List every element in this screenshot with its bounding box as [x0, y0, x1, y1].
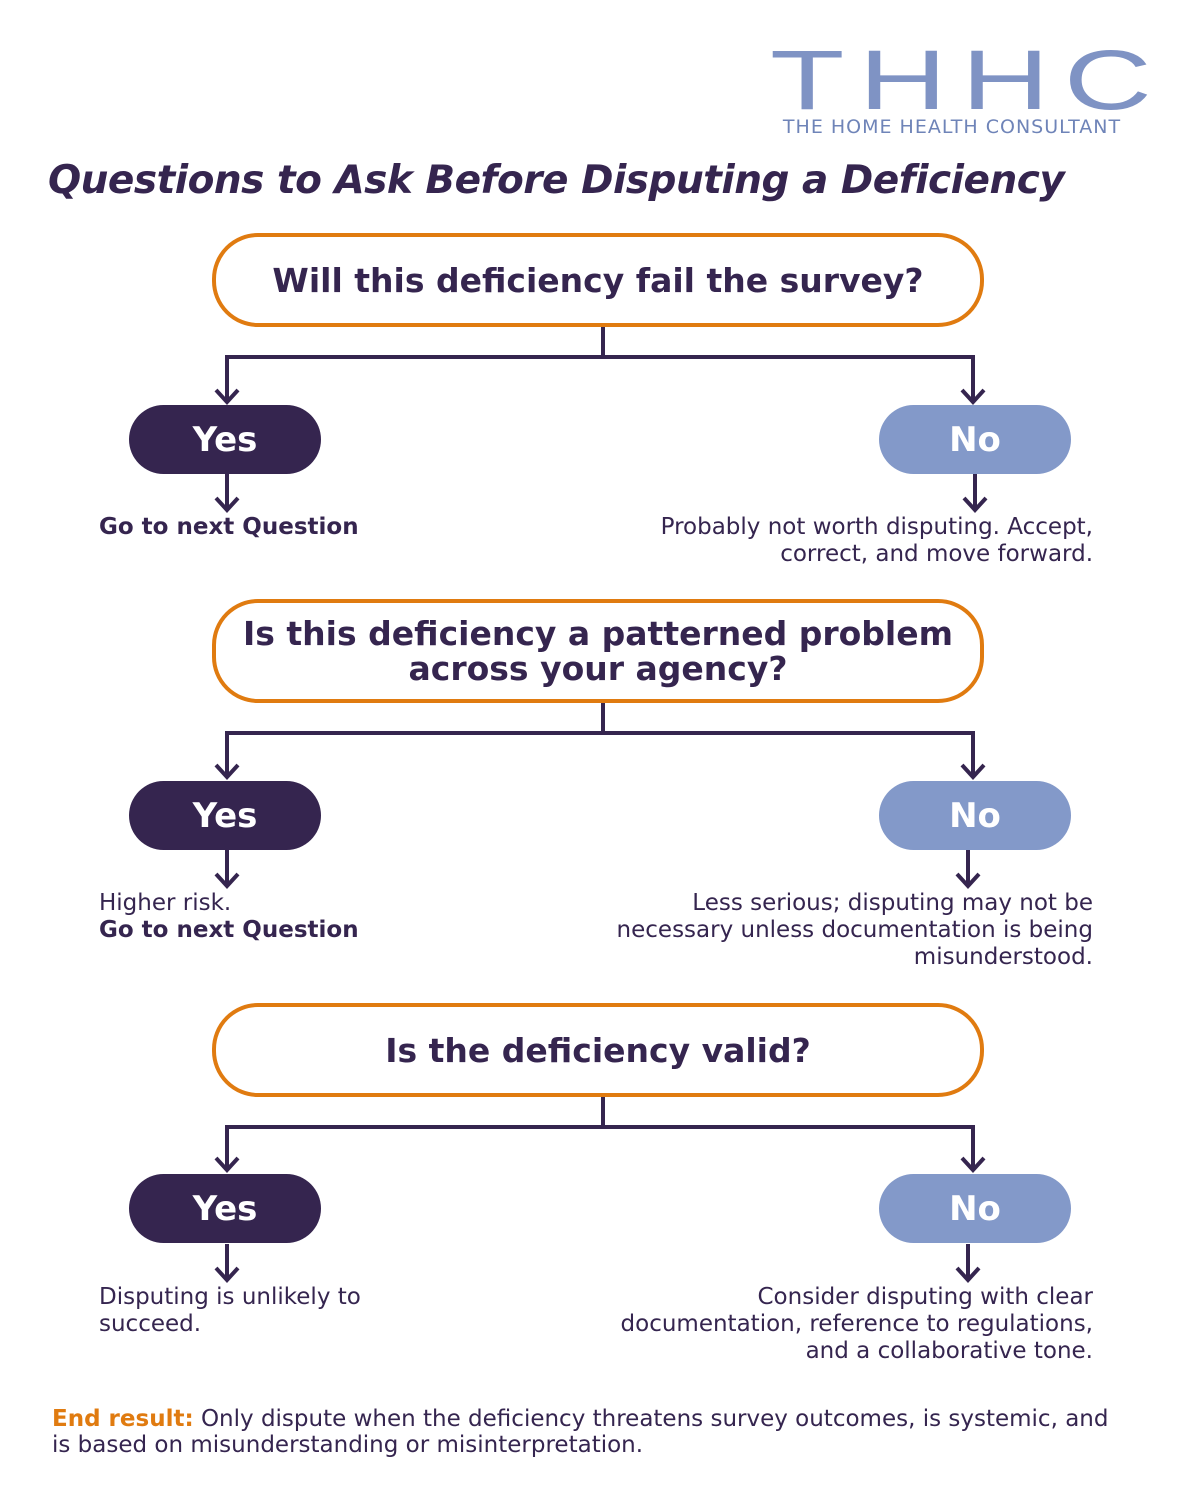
q3-no-arrow — [960, 1156, 986, 1173]
page-title: Questions to Ask Before Disputing a Defi… — [48, 158, 1065, 203]
q2-yes-pill: Yes — [129, 781, 321, 850]
q3-yes-pill: Yes — [129, 1174, 321, 1243]
q3-yes-outcome-line1: Disputing is unlikely to succeed. — [99, 1284, 361, 1337]
q1-yes-outcome: Go to next Question — [99, 514, 459, 541]
q3-yes-arrow — [214, 1156, 240, 1173]
q1-branch-line — [225, 327, 975, 402]
q3-no-outcome: Consider disputing with clear documentat… — [620, 1284, 1093, 1364]
end-result-text: Only dispute when the deficiency threate… — [52, 1406, 1109, 1458]
end-result: End result: Only dispute when the defici… — [52, 1406, 1112, 1458]
q1-yes-down — [214, 474, 240, 513]
question-2: Is this deficiency a patterned problem a… — [212, 599, 984, 703]
q3-no-pill: No — [879, 1174, 1071, 1243]
q1-no-down — [962, 474, 988, 513]
q3-yes-down — [214, 1244, 240, 1283]
q3-yes-outcome: Disputing is unlikely to succeed. — [99, 1284, 429, 1338]
q2-no-pill: No — [879, 781, 1071, 850]
q2-branch-line — [225, 703, 975, 777]
q3-branch-line — [225, 1097, 975, 1170]
q2-yes-down — [214, 850, 240, 889]
q1-yes-outcome-line2: Go to next Question — [99, 514, 359, 540]
q2-yes-arrow — [214, 763, 240, 780]
question-1: Will this deficiency fail the survey? — [212, 233, 984, 327]
q1-no-outcome: Probably not worth disputing. Accept, co… — [660, 514, 1093, 567]
q1-yes-arrow — [214, 388, 240, 405]
q1-no-arrow — [960, 388, 986, 405]
q2-yes-outcome: Higher risk. Go to next Question — [99, 890, 459, 944]
end-result-label: End result: — [52, 1406, 194, 1432]
q2-no-down — [955, 850, 981, 889]
q2-yes-outcome-line2: Go to next Question — [99, 917, 359, 943]
q2-no-arrow — [960, 763, 986, 780]
logo-mark: THHC — [770, 33, 1167, 127]
question-3: Is the deficiency valid? — [212, 1003, 984, 1097]
q2-yes-outcome-line1: Higher risk. — [99, 890, 232, 916]
logo-subtitle: THE HOME HEALTH CONSULTANT — [782, 116, 1122, 138]
q1-yes-pill: Yes — [129, 405, 321, 474]
q2-no-outcome: Less serious; disputing may not be neces… — [616, 890, 1093, 970]
q3-no-down — [955, 1244, 981, 1283]
q1-no-pill: No — [879, 405, 1071, 474]
